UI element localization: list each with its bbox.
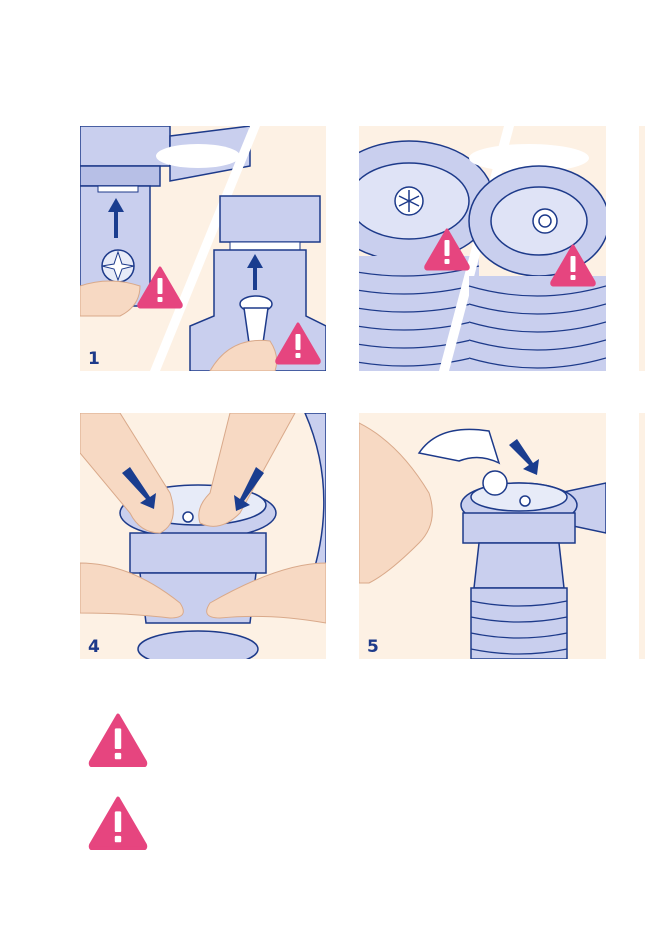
step-number: 1 — [88, 349, 100, 369]
cropped-panel-edge — [639, 413, 645, 659]
step-panel-1: 1 — [80, 126, 326, 371]
step-panel-5: 5 — [359, 413, 606, 659]
step-panel-4: 4 — [80, 413, 326, 659]
warning-triangle-icon — [88, 713, 148, 767]
arrow-down-icon — [509, 439, 539, 475]
cropped-panel-edge — [639, 126, 645, 371]
step-number: 5 — [367, 637, 379, 657]
step-panel-2 — [359, 126, 606, 371]
legend-warning-1 — [88, 713, 148, 771]
step-number: 4 — [88, 637, 100, 657]
legend-warning-2 — [88, 796, 148, 854]
warning-triangle-icon — [88, 796, 148, 850]
